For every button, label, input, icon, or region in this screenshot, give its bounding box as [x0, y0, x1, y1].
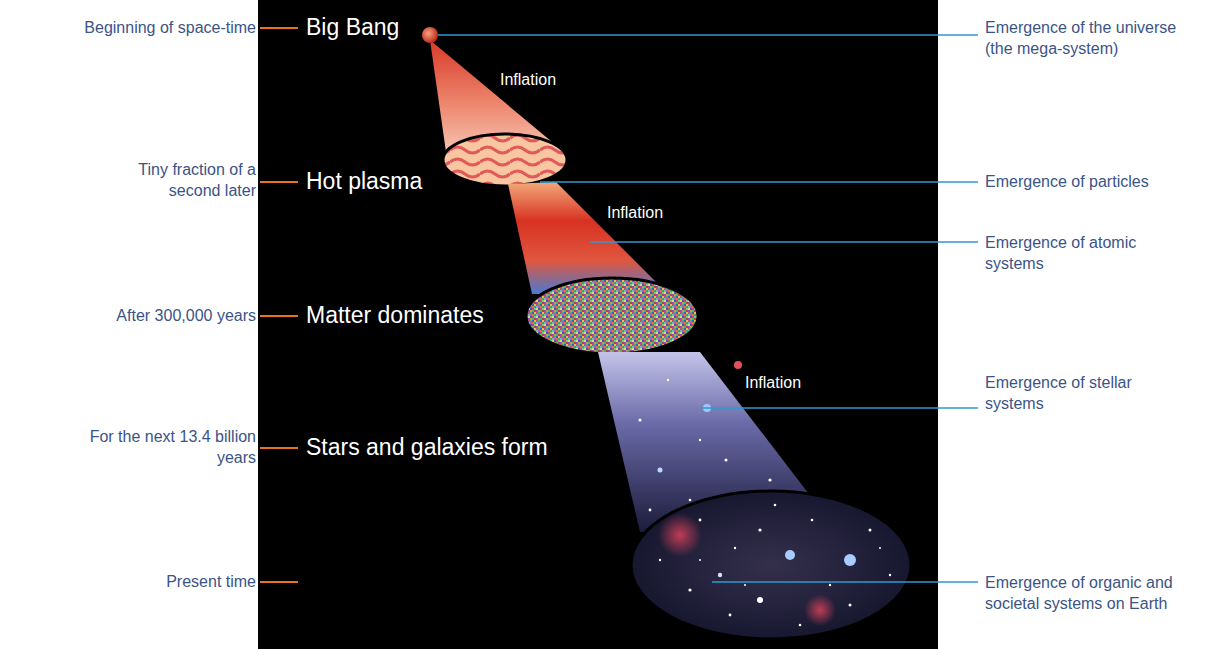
plasma-ellipse	[443, 134, 567, 186]
art-part	[699, 519, 702, 522]
art-part	[729, 614, 732, 617]
art-part	[757, 597, 763, 603]
art-part	[649, 509, 652, 512]
stage-label: Matter dominates	[306, 301, 484, 331]
galaxy-ellipse	[631, 491, 911, 639]
art-part	[774, 504, 777, 507]
emergence-label: Emergence of organic and societal system…	[985, 573, 1190, 615]
art-part	[849, 604, 852, 607]
art-part	[260, 315, 298, 317]
time-label: Tiny fraction of a second later	[86, 160, 256, 202]
art-part	[667, 379, 669, 381]
art-part	[658, 468, 663, 473]
big-bang-ball	[422, 27, 438, 43]
inflation-label: Inflation	[607, 203, 663, 224]
time-leaders	[260, 28, 298, 582]
star-field	[659, 504, 891, 627]
emergence-label: Emergence of stellar systems	[985, 373, 1145, 415]
inflation-cone	[508, 182, 668, 294]
art-part	[689, 499, 692, 502]
art-part	[260, 447, 298, 449]
emergence-label: Emergence of particles	[985, 172, 1190, 193]
art-part	[869, 529, 872, 532]
nebula	[804, 594, 836, 626]
art-part	[799, 624, 802, 627]
art-part	[260, 27, 298, 29]
time-label: For the next 13.4 billion years	[86, 427, 256, 469]
art-part	[699, 439, 701, 441]
art-part	[725, 459, 728, 462]
art-part	[829, 584, 831, 586]
art-part	[811, 519, 814, 522]
art-part	[260, 581, 298, 583]
art-part	[659, 559, 661, 561]
inflation-label: Inflation	[745, 373, 801, 394]
art-part	[712, 581, 978, 583]
stage-label: Hot plasma	[306, 167, 422, 197]
art-part	[758, 528, 761, 531]
black-panel	[258, 0, 938, 649]
art-part	[879, 547, 881, 549]
art-part	[688, 588, 691, 591]
art-part	[734, 547, 736, 549]
inflation-label: Inflation	[500, 70, 556, 91]
art-part	[438, 34, 978, 36]
art-part	[639, 419, 642, 422]
nebula	[658, 513, 702, 557]
emergence-label: Emergence of atomic systems	[985, 233, 1145, 275]
art-part	[889, 574, 891, 576]
art-part	[718, 573, 722, 577]
time-label: Present time	[46, 572, 256, 593]
stage-label: Big Bang	[306, 13, 399, 43]
art-part	[699, 559, 701, 561]
stage-label: Stars and galaxies form	[306, 433, 548, 463]
art-part	[844, 554, 856, 566]
art-part	[540, 181, 978, 183]
emergence-label: Emergence of the universe (the mega-syst…	[985, 18, 1190, 60]
art-part	[260, 181, 298, 183]
time-label: Beginning of space-time	[46, 18, 256, 39]
art-part	[734, 361, 742, 369]
art-part	[702, 407, 978, 409]
art-part	[744, 584, 746, 586]
matter-ellipse	[526, 278, 698, 354]
art-part	[785, 550, 795, 560]
time-label: After 300,000 years	[46, 306, 256, 327]
art-part	[590, 241, 978, 243]
emergence-leaders	[438, 35, 978, 582]
art-part	[768, 478, 771, 481]
